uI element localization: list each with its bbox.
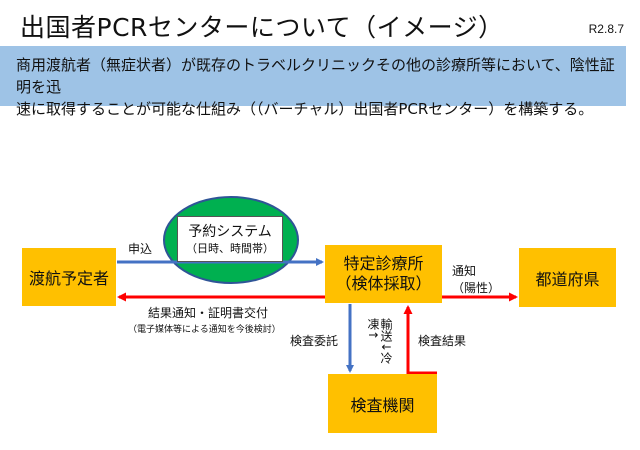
notify-label: 通知 （陽性）	[452, 263, 500, 297]
result-notice-note: （電子媒体等による通知を今後検討）	[128, 325, 281, 335]
intro-banner: 商用渡航者（無症状者）が既存のトラベルクリニックその他の診療所等において、陰性証…	[0, 46, 626, 118]
notify-label-line-2: （陽性）	[452, 281, 501, 295]
test-request-label: 検査委託	[290, 334, 339, 348]
test-result-label: 検査結果	[418, 334, 467, 348]
intro-text-line-2: 速に取得することが可能な仕組み（（バーチャル）出国者PCRセンター）を構築する。	[16, 100, 594, 118]
reservation-system-title: 予約システム	[188, 223, 272, 240]
clinic-node-subtitle: （検体採取）	[335, 274, 432, 293]
notify-label-line-1: 通知	[452, 264, 477, 278]
clinic-node: 特定診療所 （検体採取）	[325, 245, 442, 303]
result-notice-label: 結果通知・証明書交付	[148, 306, 269, 320]
prefecture-node: 都道府県	[519, 248, 616, 307]
clinic-node-title: 特定診療所	[343, 254, 424, 273]
reservation-system-box: 予約システム （日時、時間帯）	[177, 216, 283, 262]
intro-text-line-1: 商用渡航者（無症状者）が既存のトラベルクリニックその他の診療所等において、陰性証…	[16, 56, 615, 96]
date-label: R2.8.7	[588, 22, 624, 36]
transport-label: 輸送↓冷凍↑	[366, 318, 393, 365]
traveler-node: 渡航予定者	[22, 248, 116, 306]
test-result-arrow	[403, 305, 437, 375]
page-title: 出国者PCRセンターについて（イメージ）	[20, 13, 504, 42]
reservation-system-subtitle: （日時、時間帯）	[186, 241, 274, 255]
apply-label: 申込	[128, 242, 153, 256]
lab-node: 検査機関	[328, 374, 437, 433]
